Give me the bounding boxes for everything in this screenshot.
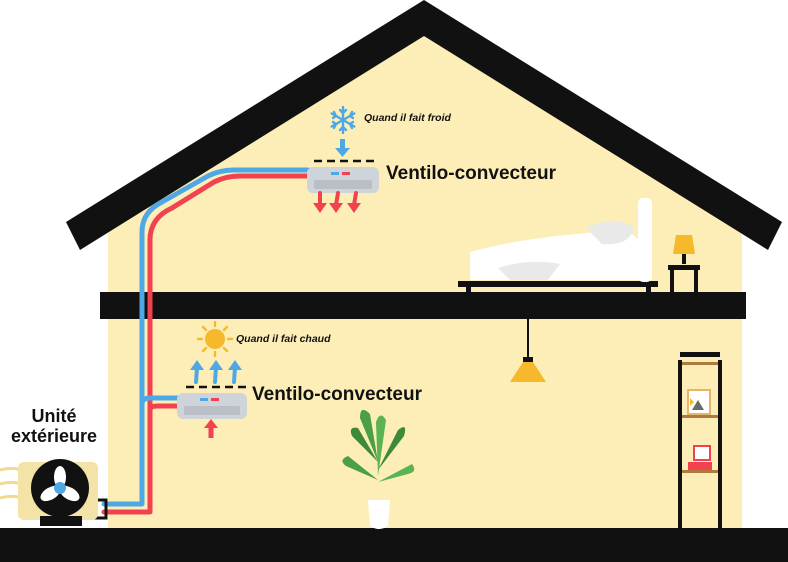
refrigerant-pipes xyxy=(101,167,311,515)
sun-icon xyxy=(196,320,234,358)
lower-branch-warm xyxy=(147,403,183,419)
lower-fan-coil-label: Ventilo-convecteur xyxy=(252,384,422,405)
books xyxy=(688,462,712,470)
outdoor-unit-stand xyxy=(40,516,82,526)
warm-air-down-arrows xyxy=(313,191,361,213)
bed xyxy=(458,198,658,294)
hot-condition-label: Quand il fait chaud xyxy=(236,333,331,345)
fan-icon xyxy=(40,466,80,502)
bedside-table xyxy=(668,265,700,293)
upper-fan-coil xyxy=(307,105,379,213)
status-light-warm xyxy=(342,172,350,175)
air-intake-arrow xyxy=(335,139,350,157)
pipe-bracket xyxy=(94,498,108,520)
outdoor-unit-title: Unité extérieure xyxy=(2,406,106,446)
snowflake-icon xyxy=(330,105,356,135)
outdoor-unit-title-line1: Unité xyxy=(31,406,77,426)
table-lamp xyxy=(673,235,695,264)
outdoor-unit xyxy=(0,459,98,526)
cool-air-up-arrows xyxy=(190,360,242,384)
status-light-cool xyxy=(200,398,208,401)
status-light-warm xyxy=(211,398,219,401)
bookshelf xyxy=(678,352,722,530)
cold-condition-label: Quand il fait froid xyxy=(364,112,451,124)
house-wall xyxy=(108,22,742,532)
unit-grille xyxy=(314,180,372,189)
potted-plant xyxy=(342,409,415,529)
unit-grille xyxy=(184,406,240,415)
cool-pipe xyxy=(101,167,311,507)
warm-air-intake-arrow xyxy=(204,419,218,438)
warm-pipe xyxy=(101,173,311,515)
status-light-cool xyxy=(331,172,339,175)
lower-branch-cool xyxy=(139,395,183,411)
lower-fan-coil xyxy=(177,320,247,438)
floor-slab xyxy=(100,292,746,319)
pendant-lamp xyxy=(510,319,546,382)
ground xyxy=(0,528,788,562)
upper-fan-coil-label: Ventilo-convecteur xyxy=(386,163,556,184)
outdoor-unit-title-line2: extérieure xyxy=(10,426,98,446)
